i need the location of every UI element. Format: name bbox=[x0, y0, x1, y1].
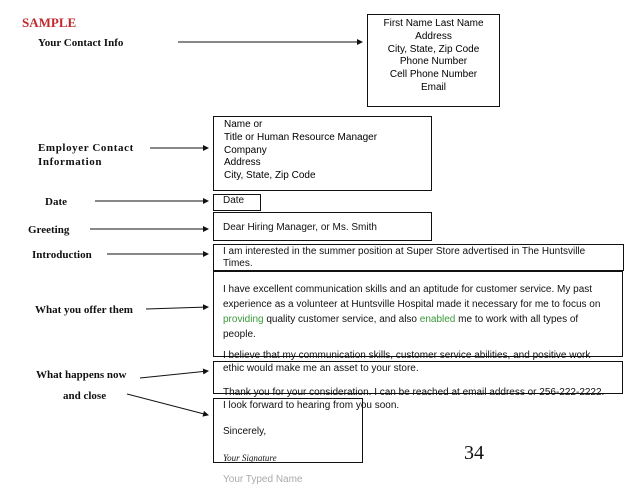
happens-line: ethic would make me an asset to your sto… bbox=[223, 363, 419, 374]
typed-name: Your Typed Name bbox=[223, 474, 303, 485]
contact-line: City, State, Zip Code bbox=[387, 43, 480, 55]
offer-line: I have excellent communication skills an… bbox=[223, 284, 593, 295]
label-happens: What happens now bbox=[36, 369, 127, 381]
label-employer-1: Employer Contact bbox=[38, 142, 134, 154]
introduction-box bbox=[213, 244, 624, 271]
label-offer: What you offer them bbox=[35, 304, 133, 316]
label-introduction: Introduction bbox=[32, 249, 92, 261]
happens-box bbox=[213, 361, 623, 394]
greeting-text: Dear Hiring Manager, or Ms. Smith bbox=[223, 222, 377, 233]
contact-box: First Name Last Name Address City, State… bbox=[367, 14, 500, 107]
date-text: Date bbox=[223, 195, 245, 206]
happens-line: I believe that my communication skills, … bbox=[223, 350, 591, 361]
contact-line: Email bbox=[420, 81, 446, 93]
employer-line: City, State, Zip Code bbox=[224, 170, 316, 182]
employer-line: Company bbox=[224, 144, 267, 156]
highlight-word: enabled bbox=[419, 314, 456, 325]
arrow-happens bbox=[139, 368, 209, 379]
label-contact: Your Contact Info bbox=[38, 37, 124, 49]
offer-line: people. bbox=[223, 329, 256, 340]
offer-text: quality customer service, and also bbox=[263, 314, 420, 325]
contact-line: Cell Phone Number bbox=[389, 69, 478, 81]
employer-line: Title or Human Resource Manager bbox=[224, 131, 378, 143]
contact-line: Phone Number bbox=[399, 56, 468, 68]
page-number: 34 bbox=[464, 442, 484, 464]
contact-line: Address bbox=[415, 30, 452, 42]
arrow-close bbox=[126, 393, 209, 417]
close-line: Thank you for your consideration. I can … bbox=[223, 387, 605, 398]
close-box bbox=[213, 398, 363, 463]
arrow-offer bbox=[145, 304, 209, 311]
label-employer-2: Information bbox=[38, 156, 103, 168]
label-greeting: Greeting bbox=[28, 224, 70, 236]
contact-line: First Name Last Name bbox=[383, 18, 484, 29]
highlight-word: providing bbox=[223, 314, 264, 325]
close-line: I look forward to hearing from you soon. bbox=[223, 400, 400, 411]
greeting-box bbox=[213, 212, 432, 241]
offer-line: experience as a volunteer at Huntsville … bbox=[223, 299, 601, 310]
intro-line: Times. bbox=[223, 258, 253, 269]
signature: Your Signature bbox=[223, 453, 277, 463]
employer-line: Name or bbox=[224, 119, 263, 130]
label-close: and close bbox=[63, 390, 107, 402]
intro-line: I am interested in the summer position a… bbox=[223, 246, 586, 257]
offer-line: providing quality customer service, and … bbox=[223, 314, 578, 326]
employer-line: Address bbox=[224, 157, 261, 169]
date-box bbox=[213, 194, 261, 211]
label-date: Date bbox=[45, 196, 67, 208]
sample-label: SAMPLE bbox=[22, 15, 77, 30]
close-line: Sincerely, bbox=[223, 426, 267, 437]
offer-box bbox=[213, 271, 623, 357]
employer-box: Name or Title or Human Resource Manager … bbox=[213, 116, 432, 191]
offer-text: me to work with all types of bbox=[455, 314, 579, 325]
